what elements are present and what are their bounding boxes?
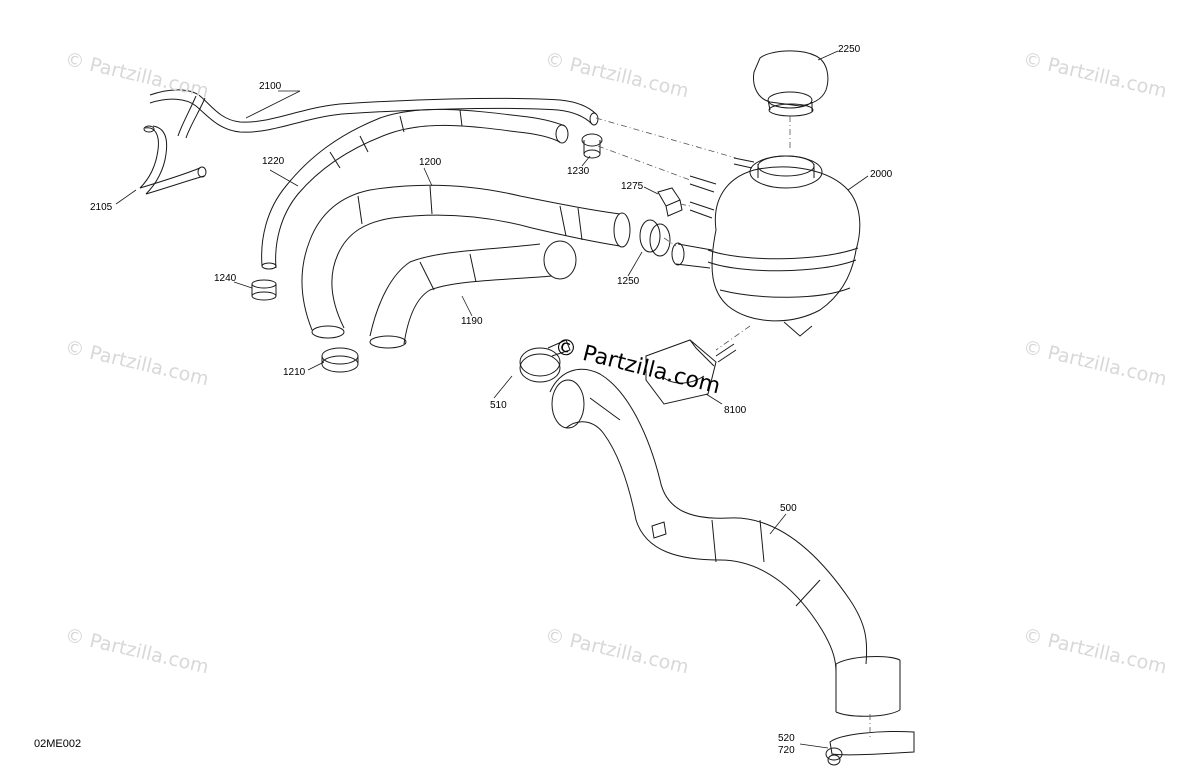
callout-2000: 2000: [870, 169, 893, 180]
part-8100: [645, 339, 737, 405]
callout-500: 500: [780, 503, 797, 514]
clamp-1275: [657, 187, 683, 217]
clamp-1210: [321, 347, 359, 373]
callout-1230: 1230: [567, 166, 590, 177]
callout-1210: 1210: [283, 367, 306, 378]
hose-2100: [149, 89, 599, 139]
callout-1275: 1275: [621, 181, 644, 192]
callout-1220: 1220: [262, 156, 285, 167]
clamp-1250: [639, 219, 671, 257]
hose-1220: [261, 108, 569, 270]
callout-8100: 8100: [724, 405, 747, 416]
hose-500: [549, 368, 901, 717]
callout-1250: 1250: [617, 276, 640, 287]
clamp-520-720: [825, 731, 915, 766]
callout-1240: 1240: [214, 273, 237, 284]
document-code: 02ME002: [34, 738, 82, 750]
hose-1200: [301, 184, 631, 339]
callout-2105: 2105: [90, 202, 113, 213]
hose-2105: [139, 125, 207, 195]
callout-2250: 2250: [838, 44, 861, 55]
hose-1190: [369, 240, 577, 349]
cap-2250: [753, 50, 829, 117]
callout-2100: 2100: [259, 81, 282, 92]
callout-720: 720: [778, 745, 795, 756]
clamp-1240: [251, 279, 277, 301]
callout-1190: 1190: [461, 316, 483, 327]
tank-2000: [671, 155, 861, 337]
callout-510: 510: [490, 400, 507, 411]
callout-1200: 1200: [419, 157, 442, 168]
clamp-510: [519, 339, 571, 383]
callout-520: 520: [778, 733, 795, 744]
